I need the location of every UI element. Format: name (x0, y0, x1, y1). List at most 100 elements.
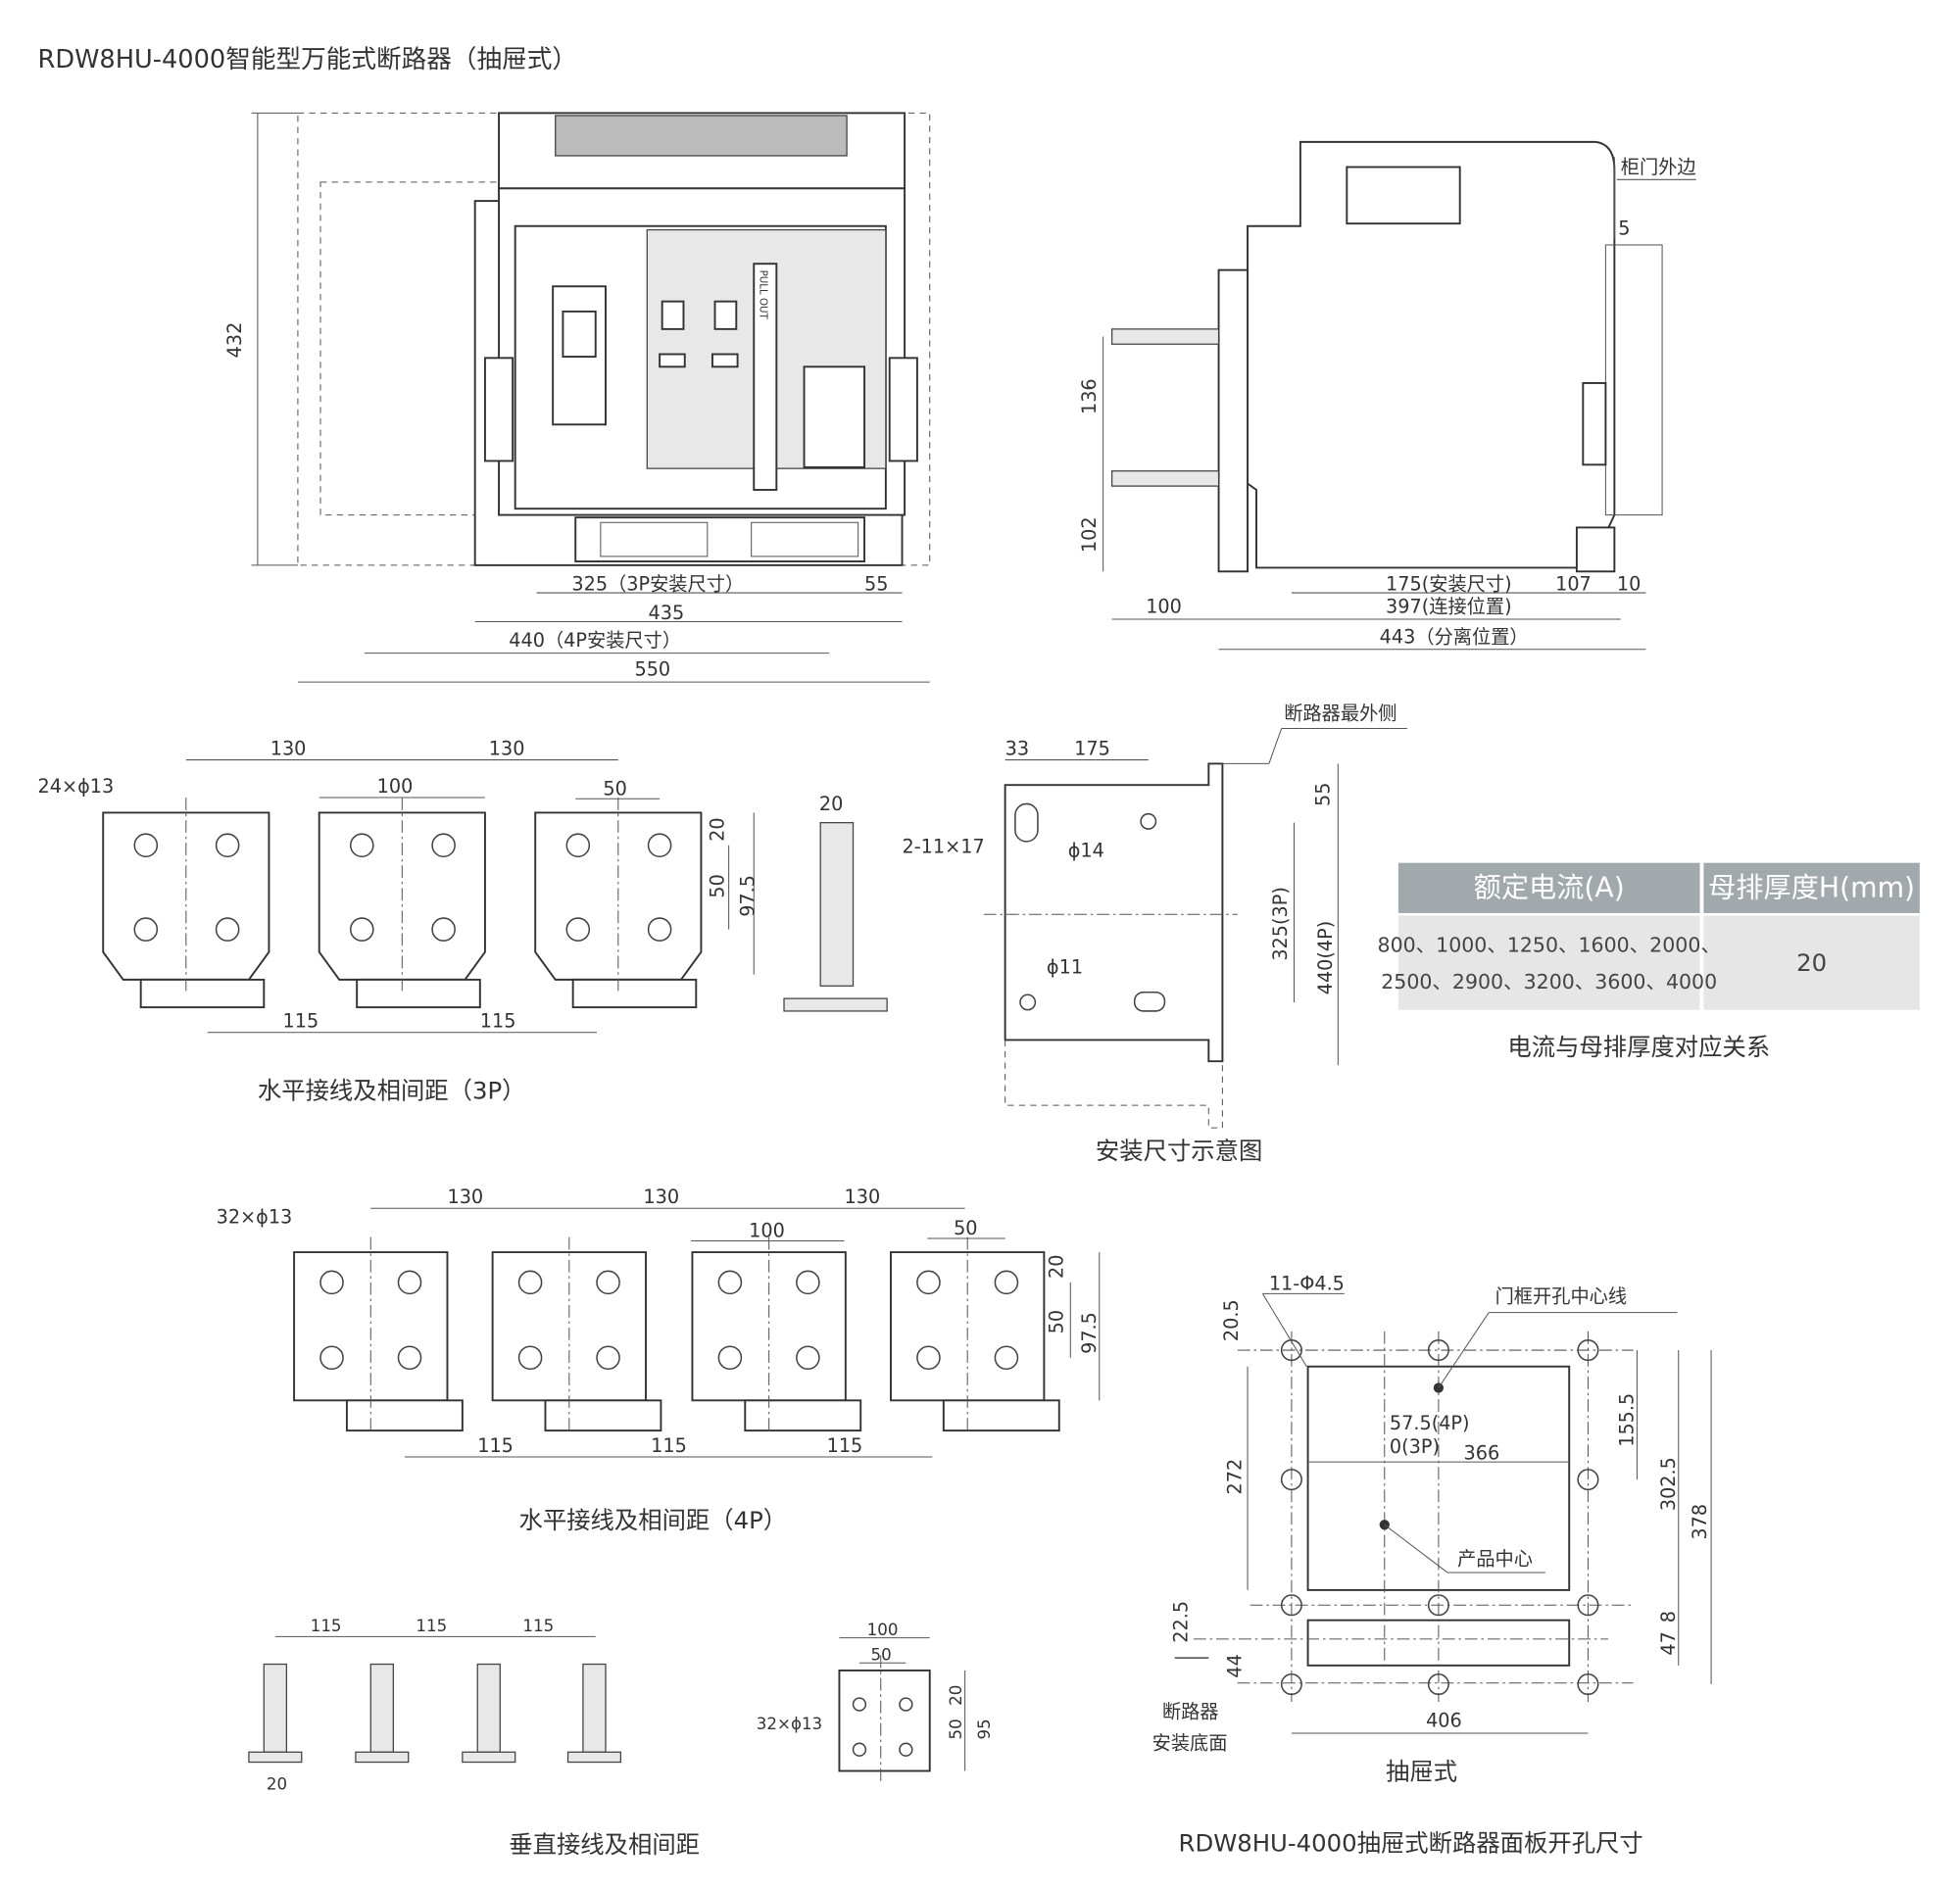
dim-406: 406 (1426, 1710, 1462, 1732)
dim-100: 100 (1146, 596, 1182, 618)
dim-550: 550 (634, 658, 670, 681)
header-busbar-thickness: 母排厚度H(mm) (1708, 871, 1915, 903)
horizontal-4p: 130 130 130 100 50 32×ϕ13 20 50 97.5 115… (217, 1186, 1101, 1534)
dim-155-5: 155.5 (1616, 1393, 1639, 1447)
dim-97-5: 97.5 (736, 875, 759, 917)
dim-50-v: 50 (947, 1719, 965, 1739)
hole-count: 24×ϕ13 (38, 775, 115, 798)
vertical-busbar (248, 1663, 303, 1764)
phi11-label: ϕ11 (1047, 955, 1083, 978)
dim-130-c: 130 (845, 1186, 881, 1208)
dim-50-v: 50 (1046, 1310, 1068, 1333)
hole-spec-label: 11-Φ4.5 (1269, 1273, 1345, 1295)
dim-432: 432 (223, 322, 246, 359)
horizontal-3p: 130 130 100 50 24×ϕ13 20 50 97.5 115 115… (38, 737, 888, 1105)
dim-100: 100 (749, 1220, 785, 1242)
dim-440: 440（4P安装尺寸） (509, 629, 681, 652)
product-center-label: 产品中心 (1457, 1547, 1533, 1570)
dim-10: 10 (1617, 572, 1641, 595)
thickness-value: 20 (1796, 948, 1827, 977)
hole-count: 32×ϕ13 (217, 1206, 293, 1229)
hole-count: 32×ϕ13 (757, 1715, 822, 1733)
page-title: RDW8HU-4000智能型万能式断路器（抽屉式） (38, 45, 577, 74)
caption-panel: RDW8HU-4000抽屉式断路器面板开孔尺寸 (1179, 1829, 1643, 1858)
dim-136: 136 (1078, 378, 1101, 414)
dim-55: 55 (864, 572, 888, 595)
dim-33: 33 (1005, 737, 1029, 759)
slot-label: 2-11×17 (903, 835, 985, 857)
side-view: 柜门外边 5 136 102 175(安装尺寸) 107 10 100 397(… (1078, 140, 1696, 651)
pull-out-label: PULL OUT (758, 270, 769, 320)
drawer-type-label: 抽屉式 (1386, 1757, 1457, 1785)
dim-325: 325（3P安装尺寸） (571, 572, 744, 595)
base-label-2: 安装底面 (1152, 1732, 1228, 1755)
front-view: PULL OUT 432 325（3P安装尺寸） 55 435 440（4P安装… (223, 112, 931, 683)
dim-397: 397(连接位置) (1386, 596, 1512, 618)
dim-55: 55 (1311, 783, 1334, 806)
dim-50-v: 50 (706, 874, 728, 897)
caption-vertical: 垂直接线及相间距 (509, 1830, 700, 1859)
dim-50: 50 (870, 1646, 891, 1665)
dim-378: 378 (1689, 1504, 1711, 1540)
caption-table: 电流与母排厚度对应关系 (1507, 1033, 1770, 1061)
dim-115-c: 115 (522, 1617, 554, 1635)
header-rated-current: 额定电流(A) (1474, 871, 1625, 903)
dim-302-5: 302.5 (1657, 1457, 1680, 1511)
caption-install: 安装尺寸示意图 (1096, 1137, 1262, 1165)
dim-5: 5 (1618, 218, 1630, 240)
outermost-side-label: 断路器最外侧 (1284, 702, 1396, 725)
busbar-plate (293, 1236, 464, 1432)
caption-3p: 水平接线及相间距（3P） (258, 1077, 526, 1105)
panel-cutout: 门框开孔中心线 产品中心 11-Φ4.5 20.5 57.5(4P) 0(3P)… (1152, 1273, 1712, 1858)
dim-440-4p: 440(4P) (1314, 921, 1337, 995)
dim-8: 8 (1657, 1611, 1680, 1623)
current-values-2: 2500、2900、3200、3600、4000 (1381, 970, 1717, 993)
dim-44: 44 (1224, 1654, 1247, 1677)
dim-175: 175 (1074, 737, 1110, 759)
dim-22-5: 22.5 (1170, 1601, 1193, 1643)
mounting-holes (1280, 1339, 1599, 1696)
busbar-table: 额定电流(A) 母排厚度H(mm) 800、1000、1250、1600、200… (1378, 862, 1920, 1061)
dim-47: 47 (1657, 1631, 1680, 1655)
dim-325-3p: 325(3P) (1269, 887, 1292, 961)
dim-115-a: 115 (311, 1617, 342, 1635)
door-edge-label: 柜门外边 (1621, 156, 1696, 178)
dim-115-b: 115 (480, 1010, 516, 1033)
dim-102: 102 (1078, 516, 1101, 553)
dim-175: 175(安装尺寸) (1386, 572, 1512, 595)
dim-366: 366 (1464, 1442, 1500, 1465)
phi14-label: ϕ14 (1068, 839, 1104, 861)
dim-20: 20 (1046, 1255, 1068, 1279)
dim-130-b: 130 (643, 1186, 679, 1208)
dim-115-a: 115 (477, 1434, 514, 1457)
dim-435: 435 (649, 602, 685, 624)
dim-272: 272 (1224, 1459, 1247, 1495)
dim-95: 95 (975, 1719, 994, 1739)
dim-115-b: 115 (651, 1434, 687, 1457)
dim-57-5: 57.5(4P) (1390, 1412, 1470, 1434)
vertical-connection: 115 115 115 20 100 50 32×ϕ13 20 50 95 垂直… (248, 1617, 994, 1859)
busbar-plate (102, 798, 270, 1009)
dim-115-c: 115 (827, 1434, 863, 1457)
dim-100: 100 (377, 775, 414, 798)
dim-0: 0(3P) (1390, 1435, 1440, 1458)
dim-115-a: 115 (283, 1010, 319, 1033)
dim-97-5: 97.5 (1078, 1312, 1101, 1354)
current-values-1: 800、1000、1250、1600、2000、 (1378, 934, 1721, 957)
dim-115-b: 115 (416, 1617, 447, 1635)
base-label-1: 断路器 (1162, 1701, 1219, 1723)
dim-20-v: 20 (947, 1685, 965, 1706)
dim-100: 100 (867, 1621, 899, 1639)
dim-20: 20 (706, 817, 728, 841)
dim-20: 20 (267, 1775, 287, 1794)
dim-130-a: 130 (270, 737, 307, 759)
dim-50: 50 (603, 777, 626, 799)
dim-443: 443（分离位置） (1380, 625, 1529, 648)
install-diagram: 33 175 断路器最外侧 2-11×17 ϕ14 ϕ11 55 325(3P)… (903, 702, 1407, 1165)
dim-130-a: 130 (447, 1186, 483, 1208)
dim-130-b: 130 (489, 737, 525, 759)
dim-50: 50 (954, 1217, 977, 1239)
busbar-thickness: 20 (819, 793, 843, 815)
